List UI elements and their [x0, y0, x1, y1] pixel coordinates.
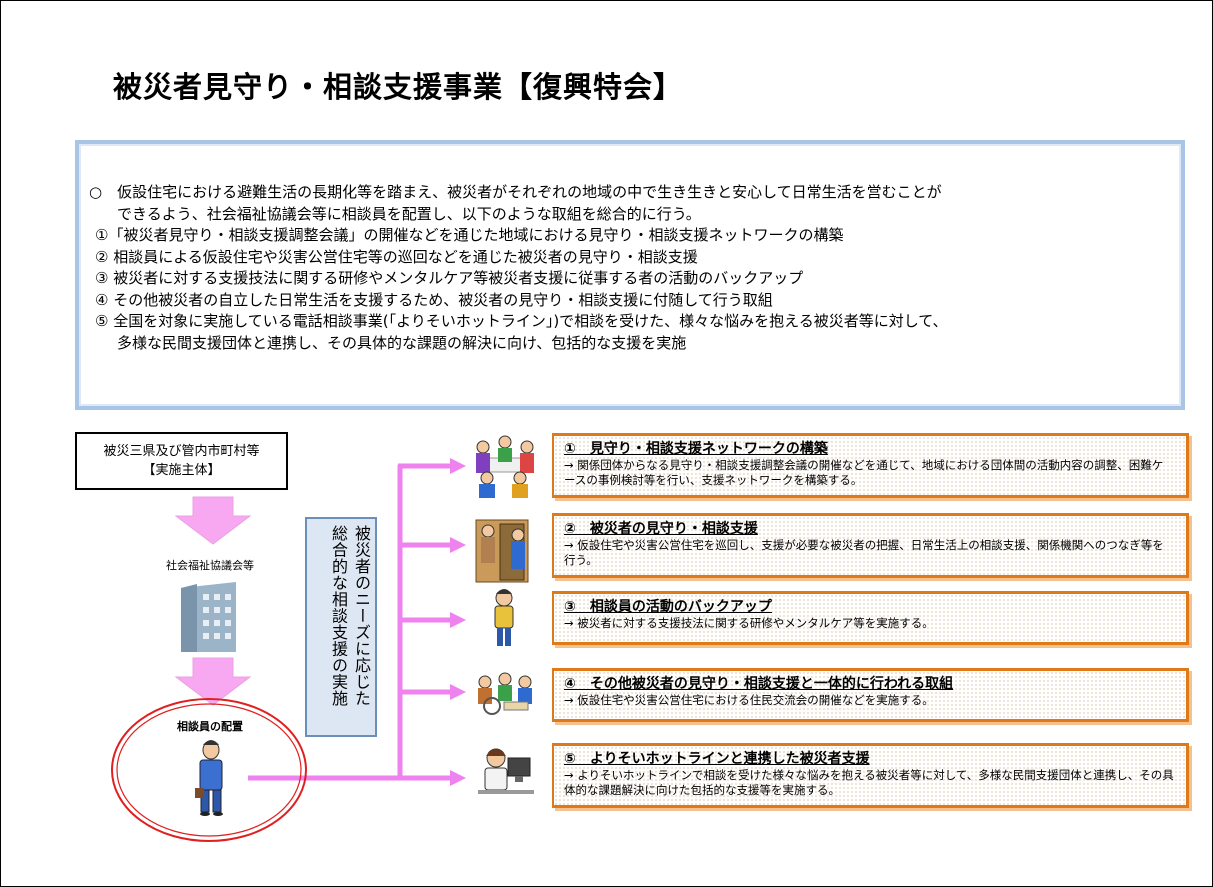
- counselor-person-icon: [195, 740, 223, 816]
- implementing-entity-box: 被災三県及び管内市町村等 【実施主体】: [75, 432, 288, 490]
- card-description: → 関係団体からなる見守り・相談支援調整会議の開催などを通じて、地域における団体…: [564, 458, 1164, 487]
- counselor-highlight-ellipse: [111, 698, 307, 842]
- summary-item-1: ①「被災者見守り・相談支援調整会議」の開催などを通じた地域における見守り・相談支…: [95, 226, 844, 244]
- summary-item-2: ② 相談員による仮設住宅や災害公営住宅等の巡回などを通じた被災者の見守り・相談支…: [95, 247, 698, 266]
- community-gathering-icon: [478, 672, 532, 715]
- hotline-operator-icon: [478, 748, 534, 794]
- summary-line: ○ 仮設住宅における避難生活の長期化等を踏まえ、被災者がそれぞれの地域の中で生き…: [89, 183, 942, 201]
- support-box-col1: 被災者のニーズに応じた: [352, 525, 371, 707]
- summary-line: できるよう、社会福祉協議会等に相談員を配置し、以下のような取組を総合的に行う。: [117, 204, 701, 223]
- card-integrated-initiatives: ④ その他被災者の見守り・相談支援と一体的に行われる取組 → 仮設住宅や災害公営…: [552, 668, 1189, 722]
- card-activity-backup: ③ 相談員の活動のバックアップ → 被災者に対する支援技法に関する研修やメンタル…: [552, 591, 1189, 645]
- card-watch-support: ② 被災者の見守り・相談支援 → 仮設住宅や災害公営住宅を巡回し、支援が必要な被…: [552, 513, 1189, 578]
- card-description: → 仮設住宅や災害公営住宅を巡回し、支援が必要な被災者の把握、日常生活上の相談支…: [564, 538, 1164, 567]
- summary-box: ○ 仮設住宅における避難生活の長期化等を踏まえ、被災者がそれぞれの地域の中で生き…: [75, 140, 1185, 410]
- card-title: ④ その他被災者の見守り・相談支援と一体的に行われる取組: [564, 676, 954, 692]
- entity-name: 被災三県及び管内市町村等: [103, 444, 260, 459]
- office-building-icon: [181, 582, 236, 652]
- card-hotline-collaboration: ⑤ よりそいホットラインと連携した被災者支援 → よりそいホットラインで相談を受…: [552, 743, 1189, 808]
- down-arrow-1: [174, 496, 252, 545]
- branch-1-head: [450, 458, 466, 474]
- summary-item-5: ⑤ 全国を対象に実施している電話相談事業(「よりそいホットライン」)で相談を受け…: [95, 312, 948, 330]
- council-label: 社会福祉協議会等: [166, 559, 254, 572]
- summary-item-3: ③ 被災者に対する支援技法に関する研修やメンタルケア等被災者支援に従事する者の活…: [95, 269, 804, 287]
- down-arrow-2: [174, 657, 252, 706]
- summary-line: 多様な民間支援団体と連携し、その具体的な課題の解決に向け、包括的な支援を実施: [117, 333, 687, 352]
- card-description: → よりそいホットラインで相談を受けた様々な悩みを抱える被災者等に対して、多様な…: [564, 768, 1174, 797]
- meeting-group-icon: [476, 435, 534, 498]
- card-title: ⑤ よりそいホットラインと連携した被災者支援: [564, 751, 870, 767]
- branch-3-head: [450, 612, 466, 628]
- branch-4-head: [450, 684, 466, 700]
- card-title: ① 見守り・相談支援ネットワークの構築: [564, 441, 828, 457]
- branch-2-head: [450, 537, 466, 553]
- card-title: ③ 相談員の活動のバックアップ: [564, 599, 772, 615]
- counselor-label: 相談員の配置: [177, 720, 243, 733]
- card-title: ② 被災者の見守り・相談支援: [564, 521, 758, 537]
- card-description: → 被災者に対する支援技法に関する研修やメンタルケア等を実施する。: [564, 616, 934, 630]
- home-visit-icon: [475, 519, 529, 583]
- page-title: 被災者見守り・相談支援事業【復興特会】: [113, 70, 684, 104]
- card-network-building: ① 見守り・相談支援ネットワークの構築 → 関係団体からなる見守り・相談支援調整…: [552, 433, 1189, 498]
- summary-item-4: ④ その他被災者の自立した日常生活を支援するため、被災者の見守り・相談支援に付随…: [95, 290, 773, 309]
- summary-lines: ○ 仮設住宅における避難生活の長期化等を踏まえ、被災者がそれぞれの地域の中で生き…: [89, 182, 948, 354]
- entity-role: 【実施主体】: [142, 463, 221, 478]
- support-box-col2: 総合的な相談支援の実施: [329, 525, 348, 707]
- branch-5-head: [450, 770, 466, 786]
- staff-person-icon: [494, 589, 514, 646]
- card-description: → 仮設住宅や災害公営住宅における住民交流会の開催などを実施する。: [564, 693, 934, 707]
- comprehensive-support-box: 被災者のニーズに応じた 総合的な相談支援の実施: [305, 517, 377, 737]
